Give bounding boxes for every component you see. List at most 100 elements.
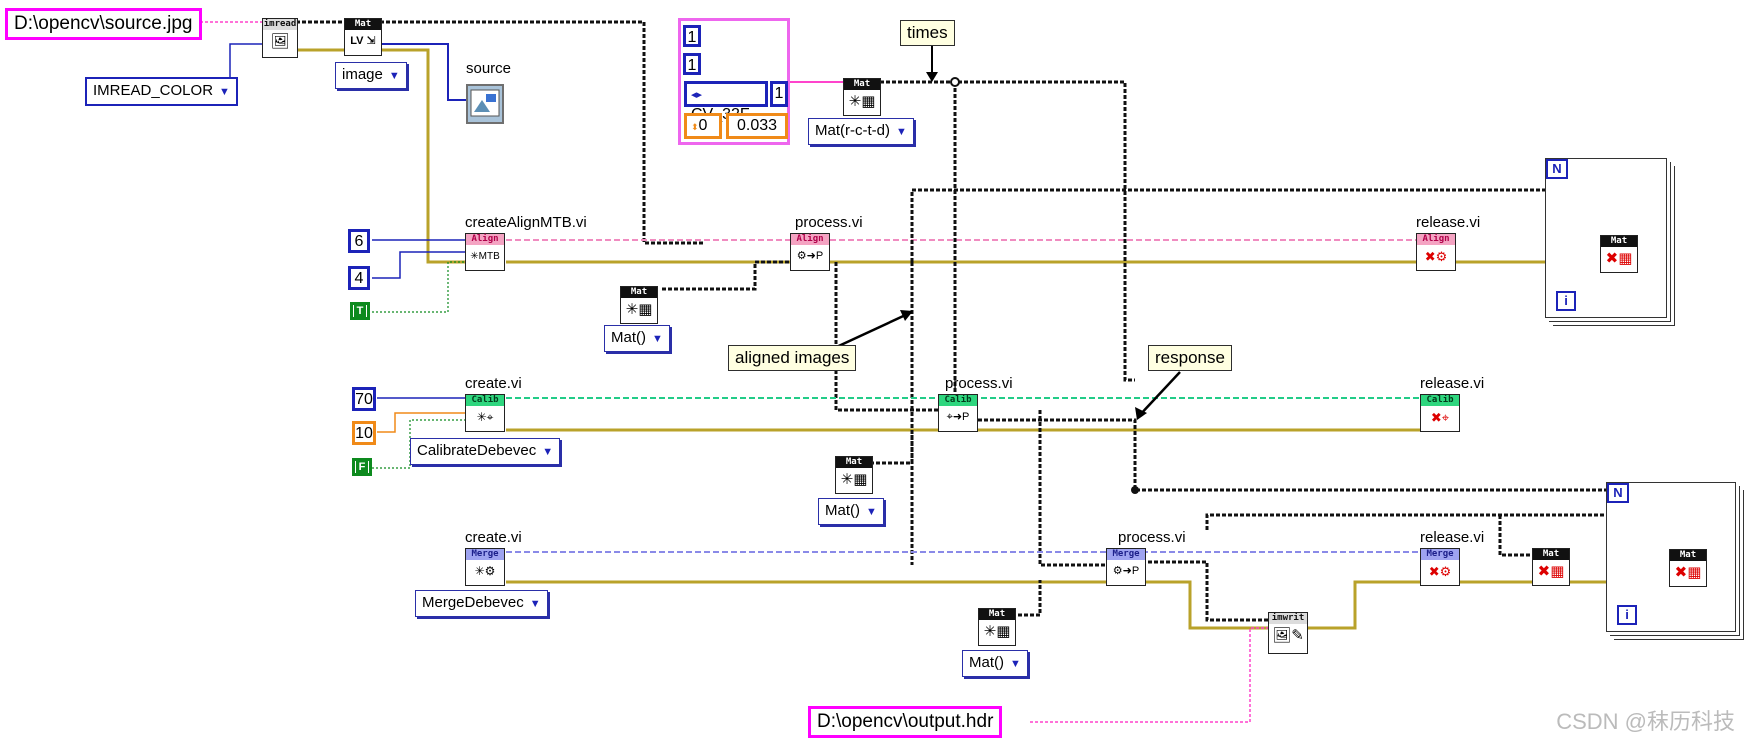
- process-icon: ⚙➜P: [796, 250, 824, 262]
- align-header: Align: [1417, 234, 1455, 245]
- mat-rctd-value: Mat(r-c-t-d): [815, 122, 890, 139]
- mat-ring-3[interactable]: Mat()▼: [962, 650, 1028, 677]
- imwrite-node-title: imwrit: [1269, 613, 1307, 624]
- calibrate-debevec-enum[interactable]: CalibrateDebevec▼: [410, 438, 561, 465]
- mat-header: Mat: [345, 19, 381, 30]
- mat-create-node-3[interactable]: Mat ✳▦: [978, 608, 1016, 646]
- mat-release-node-loop2[interactable]: Mat ✖▦: [1669, 549, 1707, 587]
- create-mtb-icon: ✳MTB: [470, 251, 500, 262]
- mtb-exclude-range-constant[interactable]: 4: [348, 266, 370, 290]
- mat-create-node-times[interactable]: Mat ✳▦: [843, 78, 881, 116]
- calib-header: Calib: [1421, 395, 1459, 406]
- calib-random-boolean-f[interactable]: F: [352, 458, 372, 476]
- loop2-to-mat: [1498, 515, 1532, 557]
- merge-header: Merge: [466, 549, 504, 560]
- source-image-indicator[interactable]: [466, 84, 504, 124]
- release-merge-node[interactable]: Merge ✖⚙: [1420, 548, 1460, 586]
- loop-iteration-i-icon: i: [1556, 291, 1576, 311]
- process-icon: ⌖➜P: [946, 411, 970, 423]
- cluster-type-enum[interactable]: ◂▸ CV_32F: [684, 81, 768, 123]
- dropdown-caret-icon: ▼: [542, 446, 554, 458]
- mat-big-wire: [380, 20, 704, 245]
- create-calib-node[interactable]: Calib ✳⌖: [465, 394, 505, 432]
- mat-header: Mat: [1601, 236, 1637, 247]
- dropdown-caret-icon: ▼: [652, 333, 663, 345]
- release-calib-node[interactable]: Calib ✖⌖: [1420, 394, 1460, 432]
- mat-param-cluster[interactable]: 1 1 ◂▸ CV_32F 1 ⬍0 0.033: [678, 18, 790, 145]
- cluster-cols-value[interactable]: 1: [683, 53, 701, 75]
- mat-create-node-1[interactable]: Mat ✳▦: [620, 286, 658, 324]
- release-icon: ✖⚙: [1424, 249, 1448, 264]
- merge-debevec-enum[interactable]: MergeDebevec▼: [415, 590, 548, 617]
- imread-flag-enum[interactable]: IMREAD_COLOR ▼: [85, 77, 238, 106]
- response-note: response: [1148, 345, 1232, 371]
- mat-rctd-ring[interactable]: Mat(r-c-t-d) ▼: [808, 118, 914, 145]
- imread-node[interactable]: imread 🖼: [262, 18, 298, 58]
- dropdown-caret-icon: ▼: [896, 126, 907, 138]
- mtb-cut-boolean-t[interactable]: T: [350, 302, 370, 320]
- for-loop-2[interactable]: N i Mat ✖▦: [1606, 482, 1736, 632]
- calib-samples-constant[interactable]: 70: [352, 387, 376, 411]
- cluster-rows-value[interactable]: 1: [683, 25, 701, 47]
- mat-header: Mat: [979, 609, 1015, 620]
- dropdown-caret-icon: ▼: [219, 86, 230, 98]
- image-ring[interactable]: image▼: [335, 62, 407, 89]
- process-calib-node[interactable]: Calib ⌖➜P: [938, 394, 978, 432]
- process-align-node[interactable]: Align ⚙➜P: [790, 233, 830, 271]
- spinner-icon: ◂▸: [691, 89, 703, 101]
- image-write-icon: 🖼✎: [1272, 627, 1304, 644]
- process-calib-label: process.vi: [945, 375, 1013, 392]
- mat-constructor-icon: ✳▦: [840, 471, 868, 488]
- aligned-wire: [834, 262, 938, 412]
- aligned-images-note: aligned images: [728, 345, 857, 371]
- bool-f-label: F: [356, 461, 368, 473]
- process-merge-label: process.vi: [1118, 529, 1186, 546]
- lv-convert-icon: LV ⇲: [350, 35, 376, 47]
- mat-ring-1[interactable]: Mat()▼: [604, 325, 670, 352]
- mat-constructor-icon: ✳▦: [983, 623, 1011, 640]
- process-merge-node[interactable]: Merge ⚙➜P: [1106, 548, 1146, 586]
- create-calib-label: create.vi: [465, 375, 522, 392]
- loop-count-n-icon: N: [1607, 483, 1629, 503]
- cluster-channels-value[interactable]: 1: [770, 81, 788, 107]
- cluster-scale-value[interactable]: 0.033: [726, 113, 788, 139]
- release-icon: ✖▦: [1674, 564, 1702, 581]
- mat-header: Mat: [1533, 549, 1569, 560]
- lv-label: LV: [350, 35, 364, 47]
- output-path-wire: [1030, 627, 1268, 723]
- create-align-label: createAlignMTB.vi: [465, 214, 587, 231]
- source-path-constant[interactable]: D:\opencv\source.jpg: [5, 8, 202, 40]
- loop-count-n-icon: N: [1546, 159, 1568, 179]
- mtb-max-bits-constant[interactable]: 6: [348, 229, 370, 253]
- image-ring-value: image: [342, 66, 383, 83]
- mat-constructor-icon: ✳▦: [625, 301, 653, 318]
- calib-header: Calib: [466, 395, 504, 406]
- csdn-watermark: CSDN @秣历科技: [1556, 709, 1735, 734]
- index-stepper-icon: ⬍: [691, 122, 699, 132]
- bool-t-wire: [372, 261, 470, 313]
- align-header: Align: [791, 234, 829, 245]
- merge-enum-value: MergeDebevec: [422, 594, 524, 611]
- imread-flag-value: IMREAD_COLOR: [93, 82, 214, 99]
- mat-to-lv-node[interactable]: Mat LV ⇲: [344, 18, 382, 56]
- mat-create-node-2[interactable]: Mat ✳▦: [835, 456, 873, 494]
- calib-create-icon: ✳⌖: [476, 410, 494, 424]
- imwrite-node[interactable]: imwrit 🖼✎: [1268, 612, 1308, 654]
- for-loop-1[interactable]: N i Mat ✖▦: [1545, 158, 1667, 318]
- mat-release-node-loop1[interactable]: Mat ✖▦: [1600, 235, 1638, 273]
- dropdown-caret-icon: ▼: [866, 506, 877, 518]
- image-file-icon: 🖼: [270, 33, 290, 50]
- mat-release-node-hdr[interactable]: Mat ✖▦: [1532, 548, 1570, 586]
- create-align-mtb-node[interactable]: Align ✳MTB: [465, 233, 505, 271]
- create-merge-node[interactable]: Merge ✳⚙: [465, 548, 505, 586]
- cluster-index-field[interactable]: ⬍0: [684, 113, 722, 139]
- imread-flag-wire: [203, 43, 262, 81]
- mat-ring-2[interactable]: Mat() ▼: [818, 498, 884, 525]
- calib-lambda-constant[interactable]: 10: [352, 421, 376, 445]
- mat-constructor-icon: ✳▦: [848, 93, 876, 110]
- mat-ring-2-value: Mat(): [825, 502, 860, 519]
- release-align-node[interactable]: Align ✖⚙: [1416, 233, 1456, 271]
- output-path-constant[interactable]: D:\opencv\output.hdr: [808, 706, 1003, 738]
- bool-t-label: T: [354, 305, 366, 317]
- release-icon: ✖▦: [1605, 250, 1633, 267]
